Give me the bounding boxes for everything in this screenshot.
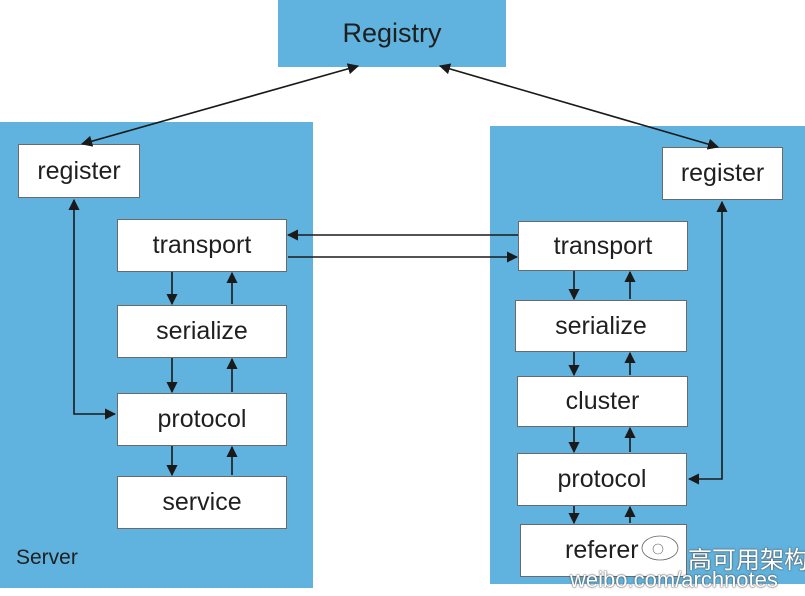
server-transport-label: transport [152,231,252,259]
client-transport-box: transport [518,221,688,271]
arrow-registry-client-register [438,63,720,150]
client-cluster-box: cluster [517,376,688,427]
server-serialize-label: serialize [156,317,248,345]
server-transport-box: transport [117,219,287,272]
client-cluster-label: cluster [565,387,640,415]
server-register-box: register [18,144,140,198]
server-label: Server [16,546,78,569]
client-protocol-box: protocol [517,453,687,506]
client-protocol-label: protocol [557,465,647,493]
client-reference-box: referer [520,524,687,577]
weibo-logo-icon [640,528,685,562]
server-register-label: register [37,156,121,185]
server-serialize-box: serialize [117,305,287,358]
registry-label: Registry [342,18,442,48]
server-protocol-box: protocol [117,393,287,446]
server-protocol-label: protocol [157,405,247,433]
server-service-label: service [162,488,242,516]
arrow-server-register-protocol [68,198,117,420]
watermark-title: 高可用架构 [688,546,805,574]
client-reference-label: referer [565,536,639,564]
client-panel [490,126,805,584]
client-register-box: register [662,147,783,200]
registry-node: Registry [278,0,506,67]
client-register-label: register [680,159,765,187]
server-service-box: service [117,476,287,529]
client-serialize-label: serialize [555,311,647,340]
watermark-url: weibo.com/archnotes [570,567,778,592]
client-transport-label: transport [553,231,653,260]
arrow-registry-server-register [80,63,360,147]
client-serialize-box: serialize [515,300,687,352]
arrow-client-register-protocol [687,200,728,485]
